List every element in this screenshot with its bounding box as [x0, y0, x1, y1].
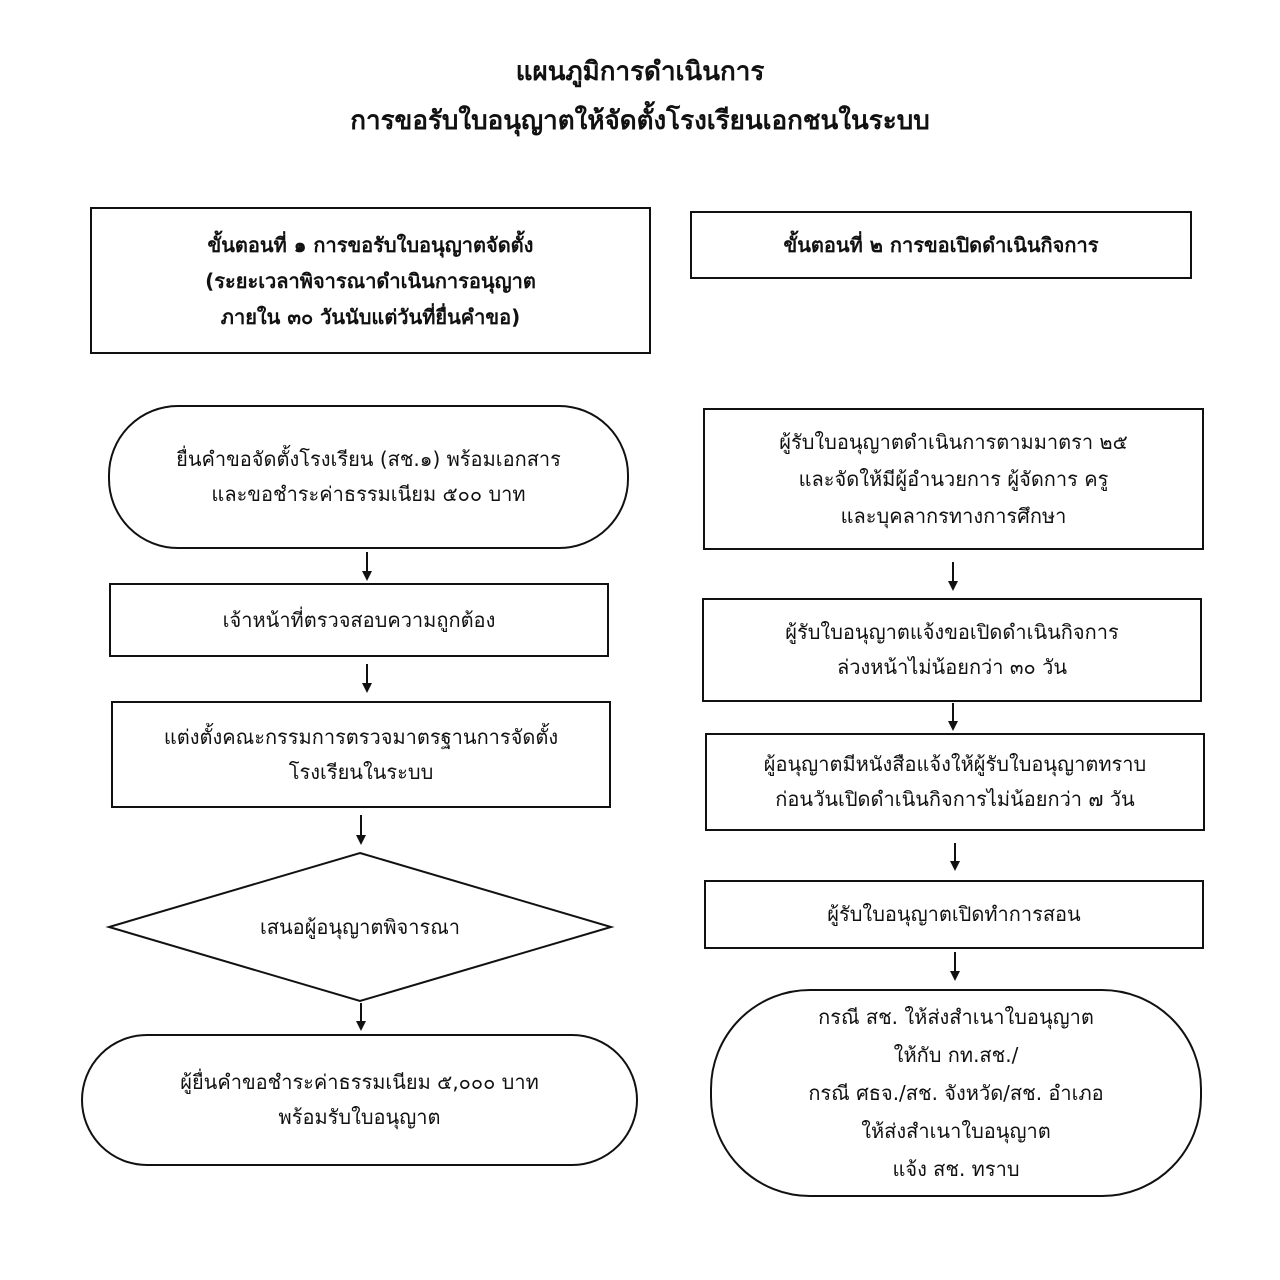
notify-box: ผู้รับใบอนุญาตแจ้งขอเปิดดำเนินกิจการ ล่ว… [702, 598, 1202, 702]
letter-box: ผู้อนุญาตมีหนังสือแจ้งให้ผู้รับใบอนุญาตท… [705, 733, 1205, 831]
copy-text: ให้ส่งสำเนาใบอนุญาต [861, 1119, 1051, 1143]
copy-text: ให้กับ กท.สช./ [893, 1043, 1019, 1067]
letter-text: ก่อนวันเปิดดำเนินกิจการไม่น้อยกว่า ๗ วัน [775, 787, 1135, 811]
committee-text: แต่งตั้งคณะกรรมการตรวจมาตรฐานการจัดตั้ง [163, 724, 559, 749]
operate-text: และบุคลากรทางการศึกษา [840, 503, 1067, 528]
operate-box: ผู้รับใบอนุญาตดำเนินการตามมาตรา ๒๕ และจั… [703, 408, 1204, 550]
step1-header-line: (ระยะเวลาพิจารณาดำเนินการอนุญาต [205, 268, 536, 293]
copy-text: กรณี ศธจ./สช. จังหวัด/สช. อำเภอ [808, 1081, 1104, 1105]
decision-text: เสนอผู้อนุญาตพิจารณา [259, 915, 461, 939]
fee-text: พร้อมรับใบอนุญาต [278, 1105, 441, 1129]
step1-header-line: ขั้นตอนที่ ๑ การขอรับใบอนุญาตจัดตั้ง [207, 232, 534, 257]
notify-text: ล่วงหน้าไม่น้อยกว่า ๓๐ วัน [836, 655, 1068, 679]
step1-header-box: ขั้นตอนที่ ๑ การขอรับใบอนุญาตจัดตั้ง (ระ… [90, 207, 651, 354]
copy-text: กรณี สช. ให้ส่งสำเนาใบอนุญาต [818, 1005, 1094, 1029]
copy-text: แจ้ง สช. ทราบ [892, 1157, 1020, 1181]
verify-box: เจ้าหน้าที่ตรวจสอบความถูกต้อง [109, 583, 609, 657]
submit-application-terminal: ยื่นคำขอจัดตั้งโรงเรียน (สช.๑) พร้อมเอกส… [108, 405, 629, 549]
letter-text: ผู้อนุญาตมีหนังสือแจ้งให้ผู้รับใบอนุญาตท… [763, 752, 1147, 776]
operate-text: ผู้รับใบอนุญาตดำเนินการตามมาตรา ๒๕ [779, 429, 1128, 454]
decision-diamond [105, 851, 615, 1003]
open-text: ผู้รับใบอนุญาตเปิดทำการสอน [827, 902, 1081, 926]
step2-header-box: ขั้นตอนที่ ๒ การขอเปิดดำเนินกิจการ [690, 211, 1192, 279]
open-box: ผู้รับใบอนุญาตเปิดทำการสอน [704, 880, 1204, 949]
copy-terminal: กรณี สช. ให้ส่งสำเนาใบอนุญาต ให้กับ กท.ส… [710, 989, 1202, 1197]
fee-text: ผู้ยื่นคำขอชำระค่าธรรมเนียม ๕,๐๐๐ บาท [180, 1070, 539, 1094]
diagram-subtitle: การขอรับใบอนุญาตให้จัดตั้งโรงเรียนเอกชนใ… [350, 106, 930, 136]
diagram-title: แผนภูมิการดำเนินการ [515, 57, 765, 87]
committee-text: โรงเรียนในระบบ [288, 759, 434, 784]
step2-header-line: ขั้นตอนที่ ๒ การขอเปิดดำเนินกิจการ [783, 232, 1099, 257]
operate-text: และจัดให้มีผู้อำนวยการ ผู้จัดการ ครู [798, 466, 1109, 491]
submit-application-text: และขอชำระค่าธรรมเนียม ๕๐๐ บาท [211, 482, 526, 506]
verify-text: เจ้าหน้าที่ตรวจสอบความถูกต้อง [222, 607, 496, 632]
submit-application-text: ยื่นคำขอจัดตั้งโรงเรียน (สช.๑) พร้อมเอกส… [176, 447, 561, 471]
step1-header-line: ภายใน ๓๐ วันนับแต่วันที่ยื่นคำขอ) [220, 304, 521, 329]
committee-box: แต่งตั้งคณะกรรมการตรวจมาตรฐานการจัดตั้ง … [111, 701, 611, 808]
fee-terminal: ผู้ยื่นคำขอชำระค่าธรรมเนียม ๕,๐๐๐ บาท พร… [81, 1034, 638, 1166]
notify-text: ผู้รับใบอนุญาตแจ้งขอเปิดดำเนินกิจการ [785, 620, 1119, 644]
